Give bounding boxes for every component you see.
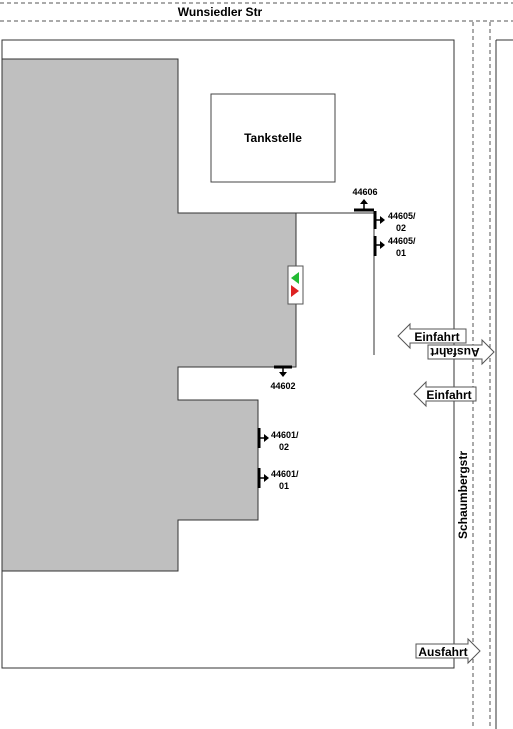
einfahrt-label-upper: Einfahrt (414, 330, 459, 344)
door-label-44601-02-line1: 44601/ (271, 430, 299, 440)
ausfahrt-label-upper: Ausfahrt (430, 345, 479, 359)
door-label-44605-01-line2: 01 (396, 248, 406, 258)
door-label-44605-02-line2: 02 (396, 223, 406, 233)
door-44601-01 (257, 468, 269, 488)
door-label-44605-01-line1: 44605/ (388, 236, 416, 246)
door-44605-02 (373, 211, 385, 229)
status-indicator-icon (287, 265, 304, 305)
einfahrt-arrow-upper: Einfahrt (397, 322, 467, 350)
street-label-schaumberg: Schaumbergstr (456, 451, 470, 539)
door-label-44601-02-line2: 02 (279, 442, 289, 452)
door-44602 (274, 365, 292, 377)
door-label-44602: 44602 (270, 381, 295, 391)
door-label-44601-01-line2: 01 (279, 481, 289, 491)
door-label-44601-01-line1: 44601/ (271, 469, 299, 479)
door-44606 (354, 199, 374, 212)
door-label-44605-02-line1: 44605/ (388, 211, 416, 221)
door-label-44606: 44606 (352, 187, 377, 197)
street-label-wunsiedler: Wunsiedler Str (178, 5, 263, 19)
einfahrt-label-lower: Einfahrt (426, 388, 471, 402)
ausfahrt-arrow-bottom: Ausfahrt (415, 637, 481, 665)
door-44605-01 (373, 236, 385, 256)
ausfahrt-arrow-upper: Ausfahrt (427, 338, 495, 366)
einfahrt-arrow-lower: Einfahrt (413, 380, 477, 408)
tankstelle-box (210, 93, 336, 183)
tankstelle-label: Tankstelle (244, 131, 302, 145)
building (1, 58, 297, 572)
ausfahrt-label-bottom: Ausfahrt (418, 645, 467, 659)
door-44601-02 (257, 428, 269, 448)
